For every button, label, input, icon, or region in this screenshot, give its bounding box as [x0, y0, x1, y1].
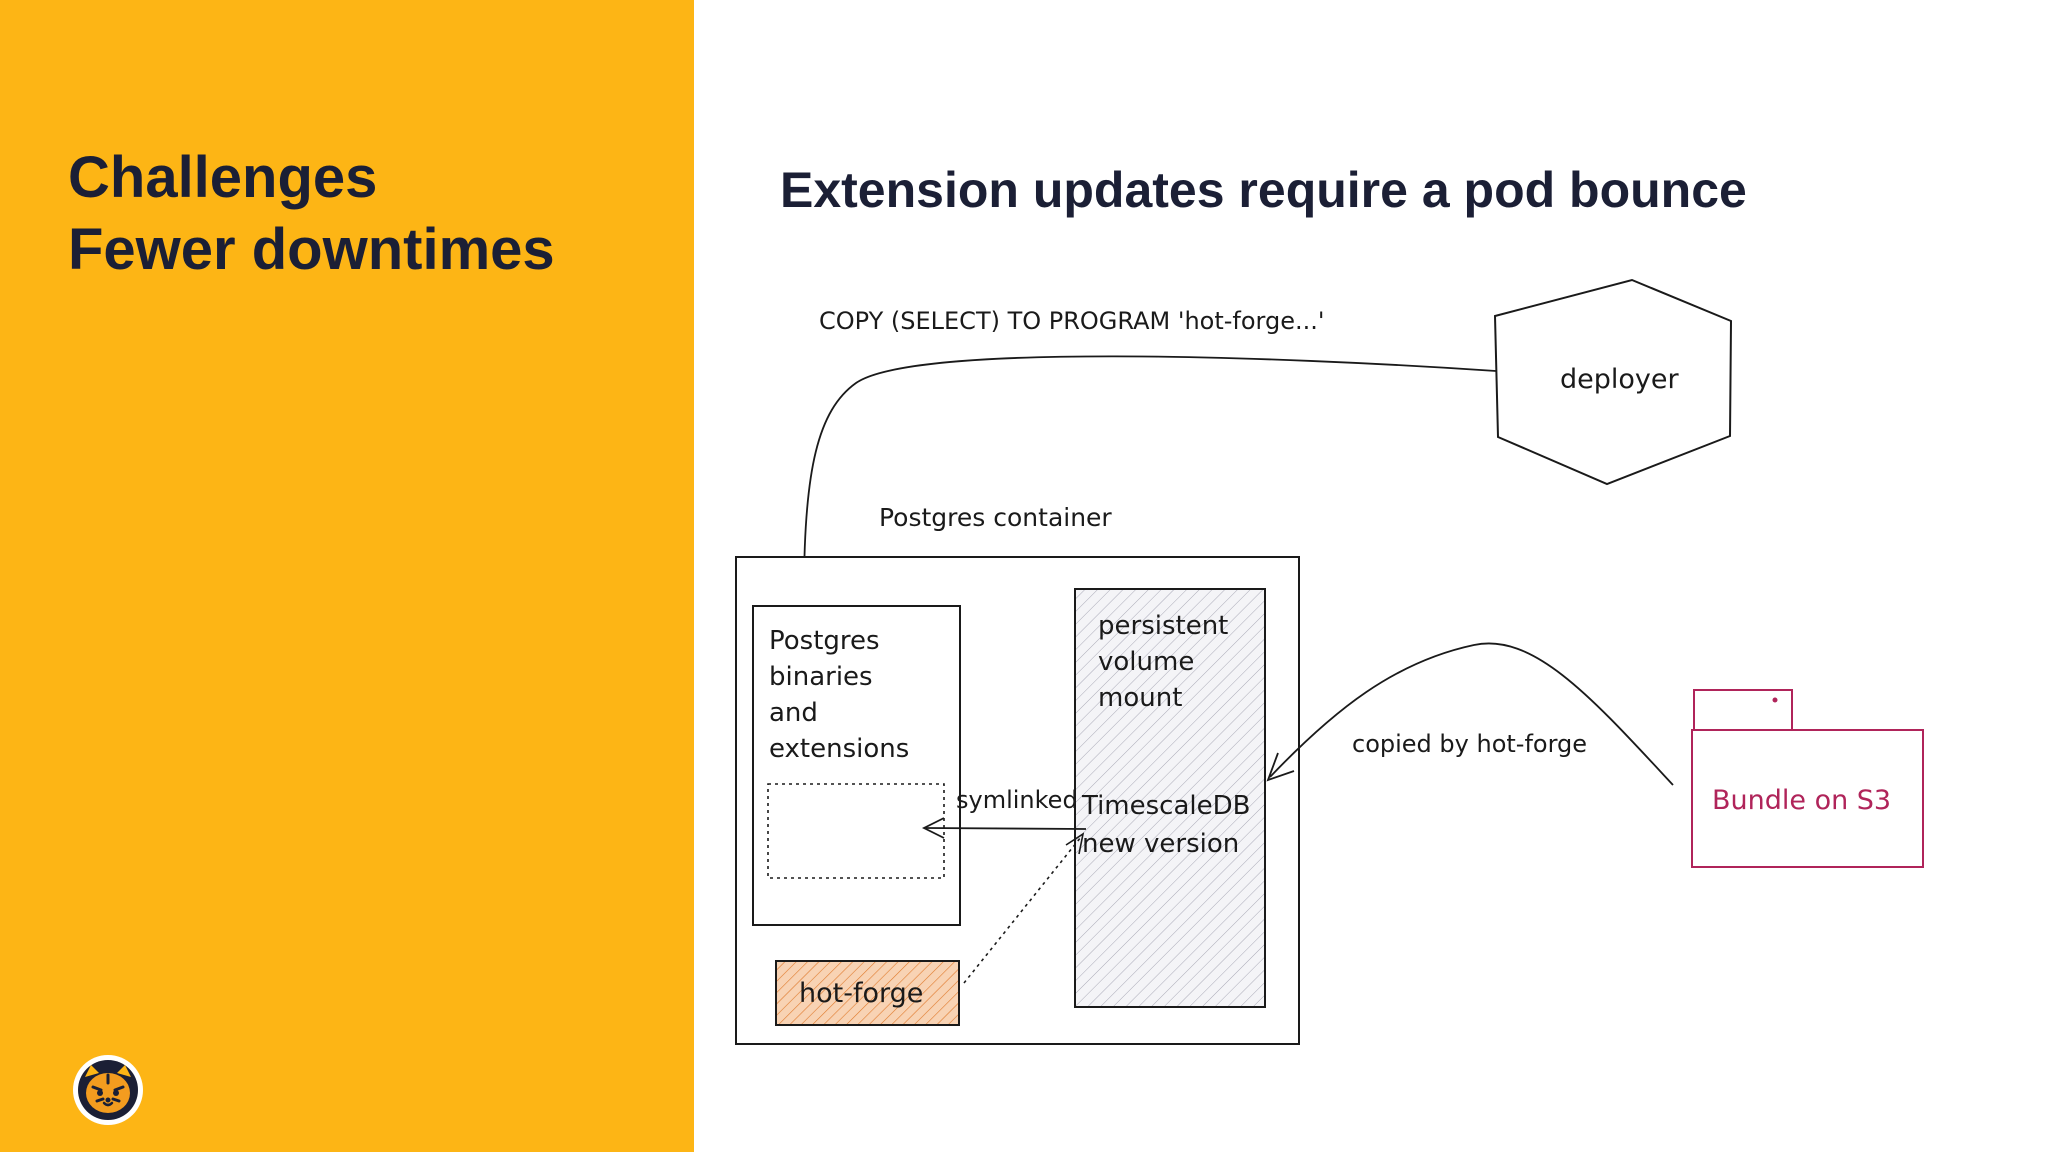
volume-line: volume: [1098, 647, 1194, 677]
binaries-line: extensions: [769, 734, 909, 764]
copied-arrow: [1269, 642, 1674, 786]
timescale-line: TimescaleDB: [1081, 791, 1250, 821]
hot-forge-dotted-arrow-head: [1065, 832, 1085, 855]
volume-text: persistent volume mount: [1098, 611, 1237, 713]
bundle-box: [1691, 729, 1924, 868]
binaries-line: and: [769, 698, 818, 728]
section-title-line-2: Fewer downtimes: [68, 217, 555, 282]
deployer-arrow: [803, 355, 1497, 593]
timescale-text: TimescaleDB new version: [1081, 791, 1259, 859]
persistent-volume-box: [1074, 588, 1266, 1008]
binaries-text: Postgres binaries and extensions: [769, 626, 909, 764]
bundle-folder-dot: [1772, 697, 1778, 703]
deployer-hexagon: [1493, 278, 1733, 486]
left-panel: Challenges Fewer downtimes: [0, 0, 694, 1152]
section-title: Challenges Fewer downtimes: [68, 142, 555, 286]
container-label: Postgres container: [879, 503, 1112, 532]
hot-forge-label: hot-forge: [799, 978, 923, 1009]
command-label: COPY (SELECT) TO PROGRAM 'hot-forge...': [819, 307, 1325, 335]
volume-line: mount: [1098, 683, 1182, 713]
volume-line: persistent: [1098, 611, 1228, 641]
symlinked-label: symlinked: [956, 786, 1078, 814]
bundle-label: Bundle on S3: [1712, 785, 1891, 816]
binaries-line: Postgres: [769, 626, 880, 656]
binaries-box: [752, 605, 961, 926]
deployer-label: deployer: [1560, 364, 1679, 395]
timescale-line: new version: [1082, 829, 1239, 859]
copied-arrow-head: [1266, 752, 1295, 782]
hot-forge-box: [775, 960, 960, 1026]
architecture-diagram: COPY (SELECT) TO PROGRAM 'hot-forge...' …: [735, 278, 1924, 1045]
symlink-target-placeholder: [767, 783, 945, 879]
section-title-line-1: Challenges: [68, 145, 378, 210]
binaries-line: binaries: [769, 662, 873, 692]
hot-forge-dotted-arrow: [963, 836, 1082, 984]
bundle-folder-tab: [1693, 689, 1793, 731]
symlinked-arrow: [925, 827, 1087, 830]
tiger-logo-icon: [73, 1055, 143, 1125]
copied-label: copied by hot-forge: [1352, 730, 1587, 758]
slide-title: Extension updates require a pod bounce: [780, 162, 1747, 218]
symlinked-arrow-head: [921, 817, 945, 839]
